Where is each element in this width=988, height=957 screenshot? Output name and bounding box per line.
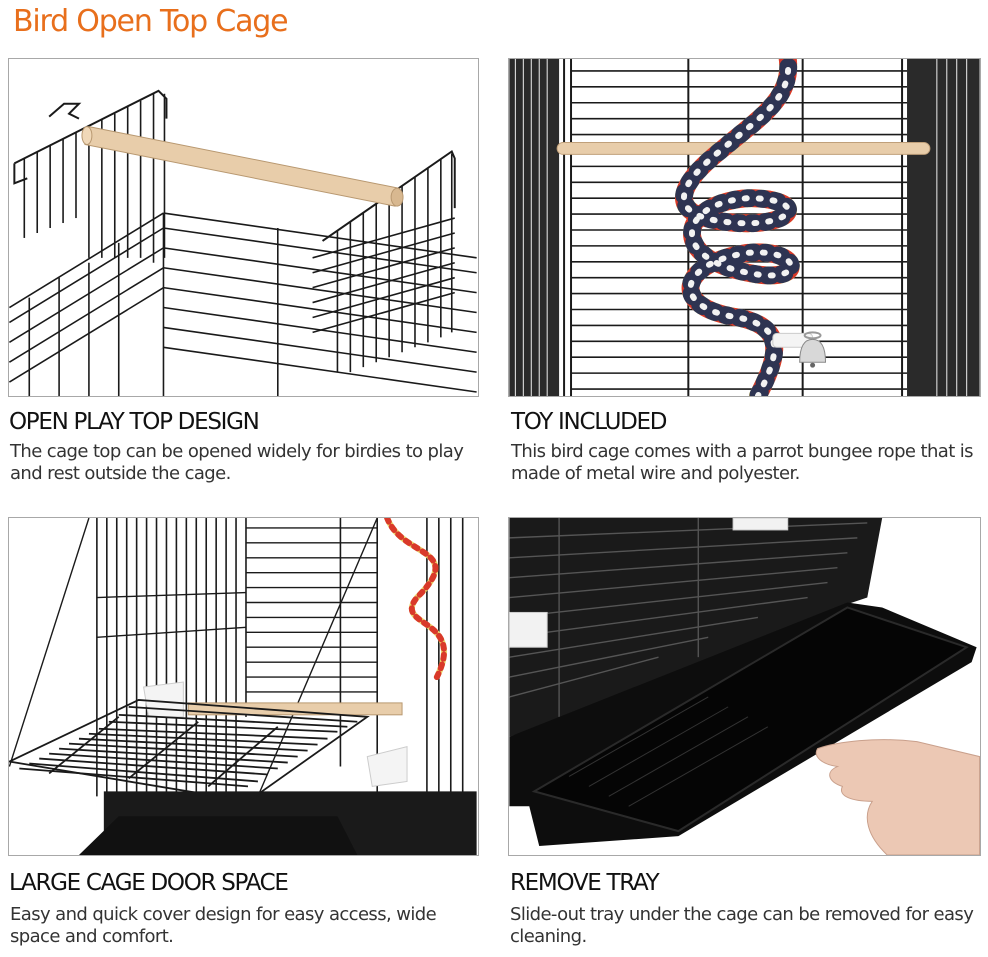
open-cage-door-photo <box>8 517 479 856</box>
feature-heading-remove-tray: REMOVE TRAY <box>510 870 660 896</box>
wooden-perch <box>187 702 403 716</box>
feature-description-door-space: Easy and quick cover design for easy acc… <box>10 904 437 947</box>
tray <box>531 606 969 833</box>
feature-heading-door-space: LARGE CAGE DOOR SPACE <box>9 870 289 896</box>
feature-heading-open-top: OPEN PLAY TOP DESIGN <box>9 409 260 435</box>
rope-spiral <box>675 59 800 396</box>
open-top-cage-illustration <box>9 89 477 396</box>
feature-description-open-top: The cage top can be opened widely for bi… <box>10 441 464 484</box>
feature-heading-toy: TOY INCLUDED <box>511 409 667 435</box>
feature-description-remove-tray: Slide-out tray under the cage can be rem… <box>510 904 974 947</box>
open-door-grid <box>9 699 370 803</box>
slide-out-tray-photo <box>508 517 981 856</box>
feature-description-toy: This bird cage comes with a parrot bunge… <box>511 441 974 484</box>
bell-icon <box>799 331 827 368</box>
hand <box>815 739 980 855</box>
bungee-rope-illustration <box>509 59 980 396</box>
wooden-perch <box>556 142 931 155</box>
wooden-perch <box>81 126 404 207</box>
tray-illustration <box>509 518 980 855</box>
page-title: Bird Open Top Cage <box>13 4 289 39</box>
bungee-rope-toy-photo <box>508 58 981 397</box>
open-top-cage-photo <box>8 58 479 397</box>
cage-door-illustration <box>9 518 477 855</box>
